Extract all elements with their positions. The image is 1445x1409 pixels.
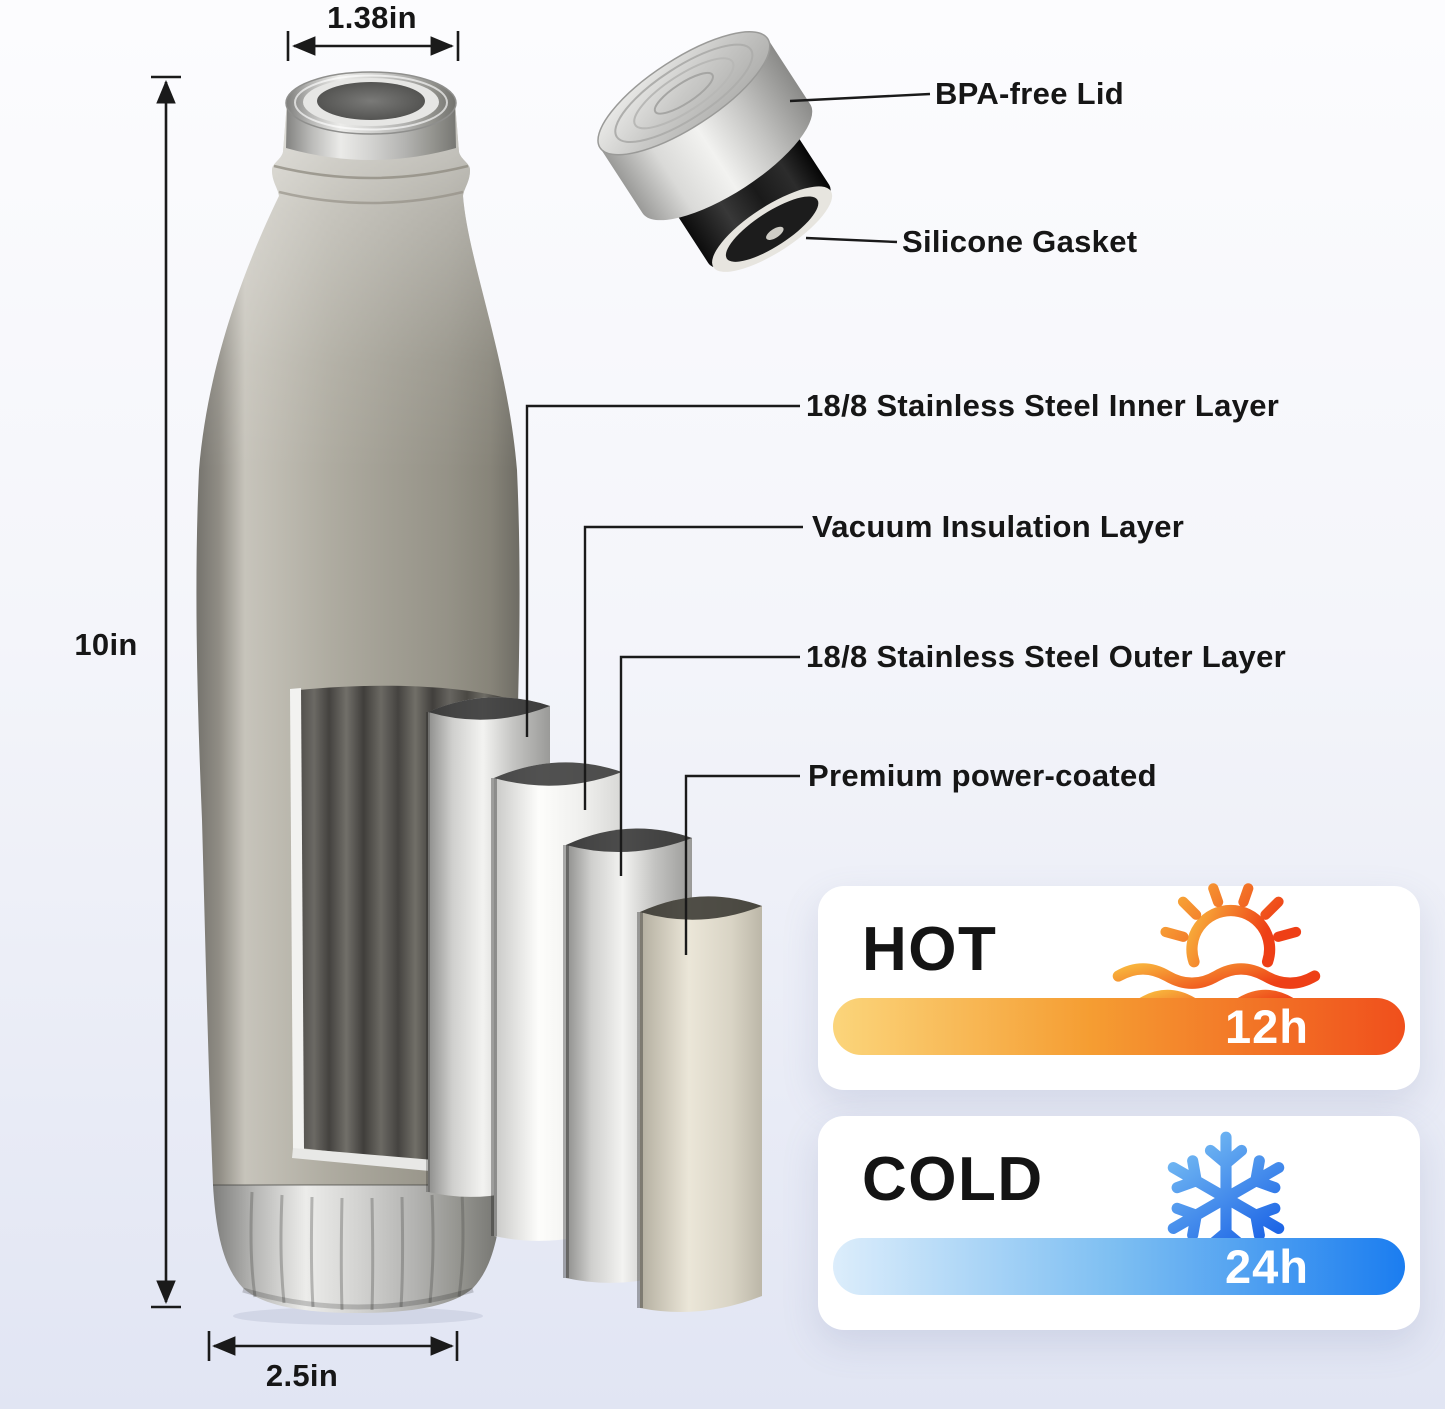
outer-layer-label: 18/8 Stainless Steel Outer Layer [806, 639, 1287, 674]
hot-duration: 12h [1225, 1000, 1309, 1053]
hot-retention-card: HOT 12h [818, 883, 1420, 1090]
cold-duration: 24h [1225, 1240, 1309, 1293]
leader-line-inner-layer [525, 404, 800, 737]
hot-title: HOT [862, 915, 998, 984]
lid-cap [597, 31, 813, 221]
cold-title: COLD [862, 1145, 1044, 1214]
lid [597, 31, 833, 272]
height-dimension: 10in [74, 627, 138, 662]
sun-icon [1112, 883, 1321, 1016]
lid-gasket [670, 126, 833, 272]
layer-sheet-powder-coat [637, 896, 762, 1312]
cold-retention-card: COLD 24h [818, 1116, 1420, 1330]
leader-line-vacuum-layer [583, 525, 803, 810]
bpa-free-lid-label: BPA-free Lid [935, 76, 1125, 111]
leader-line-lid [789, 92, 931, 103]
leader-line-outer-layer [619, 655, 800, 876]
leader-line-powder-coat [684, 774, 800, 955]
bottle-base [213, 1184, 503, 1325]
leader-lines [525, 92, 931, 955]
cold-duration-bar: 24h [833, 1238, 1405, 1295]
powder-coat-label: Premium power-coated [808, 758, 1157, 793]
vacuum-layer-label: Vacuum Insulation Layer [812, 509, 1185, 544]
hot-duration-bar: 12h [833, 998, 1405, 1055]
inner-layer-label: 18/8 Stainless Steel Inner Layer [806, 388, 1280, 423]
bottle-mouth [285, 71, 457, 160]
dimension-arrows [151, 31, 460, 1361]
silicone-gasket-label: Silicone Gasket [902, 224, 1138, 259]
base-width-dimension: 2.5in [265, 1358, 339, 1393]
snowflake-icon [1167, 1131, 1285, 1265]
top-width-dimension: 1.38in [327, 0, 417, 35]
leader-line-gasket [805, 236, 898, 244]
